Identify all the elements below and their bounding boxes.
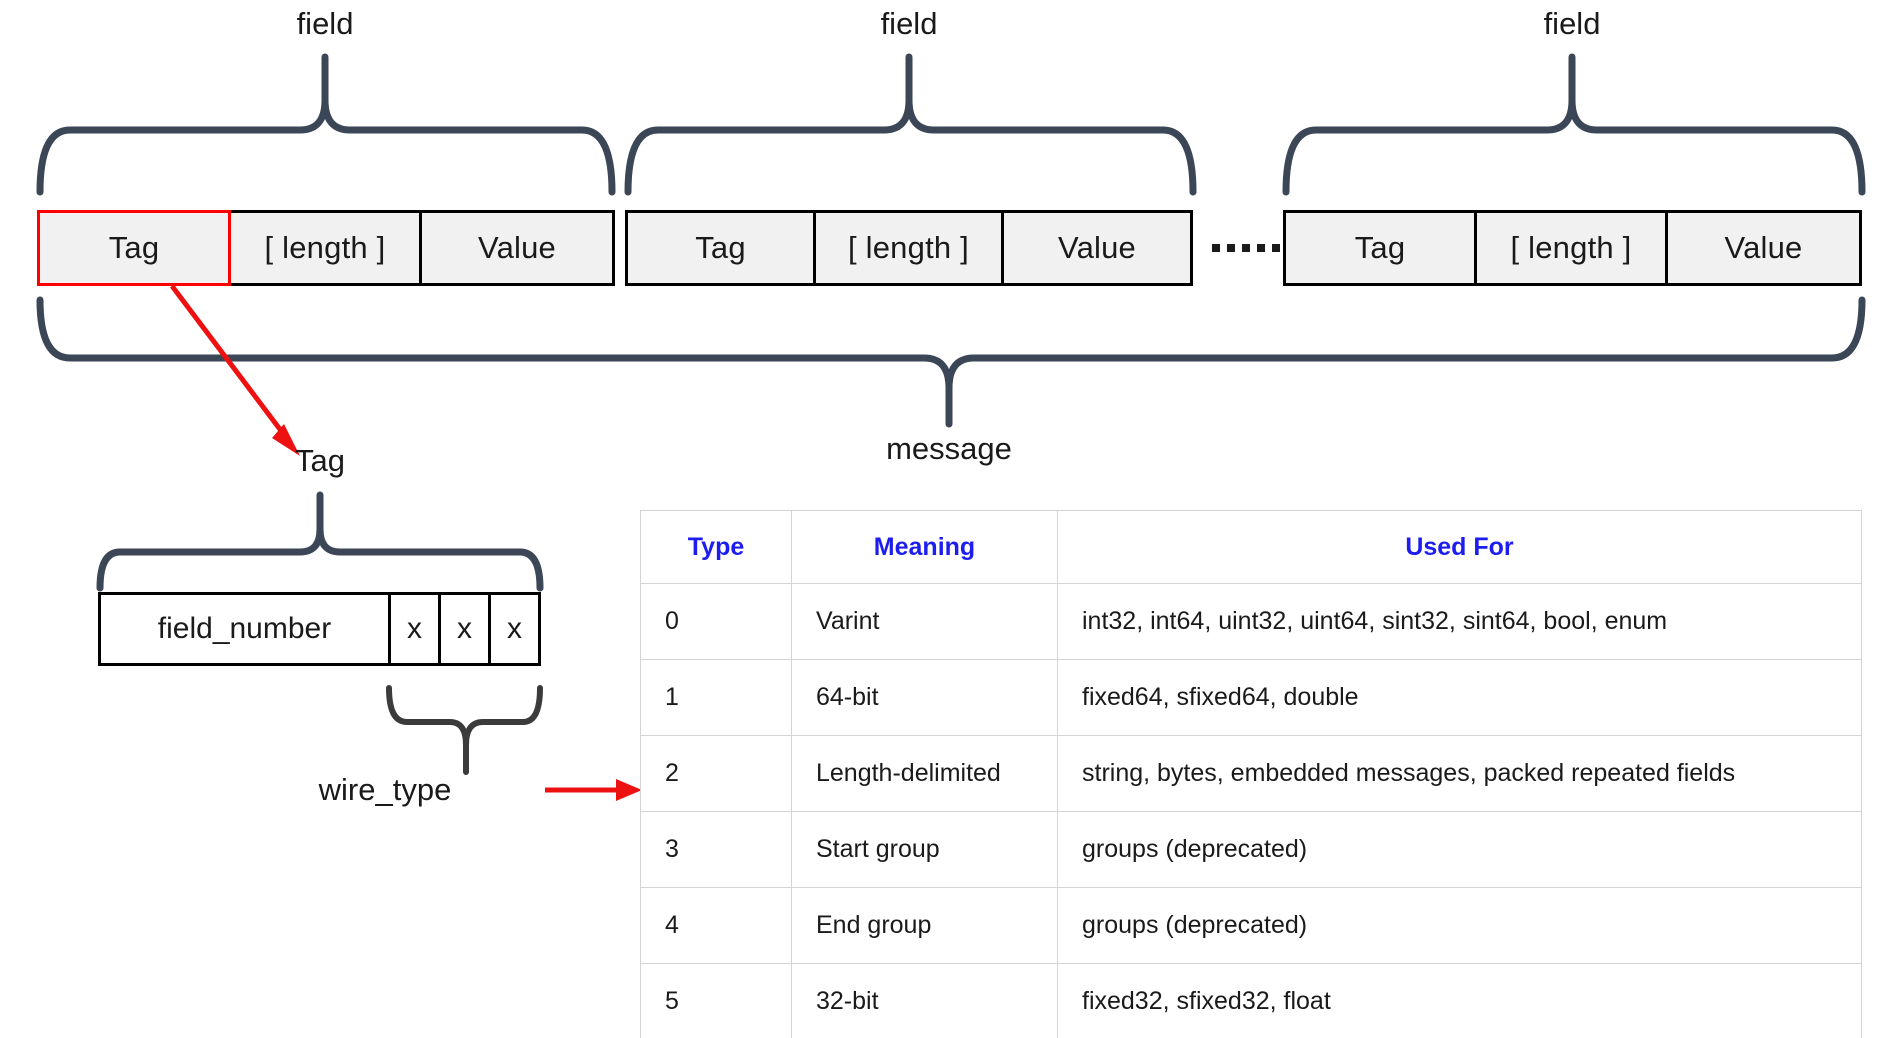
field-label-3: field [1543, 6, 1601, 41]
table-row: 5 32-bit fixed32, sfixed32, float [640, 963, 1862, 1038]
wire-type-bit-1[interactable]: x [391, 592, 441, 666]
field-label-2: field [880, 6, 938, 41]
column-header-used-for: Used For [1057, 510, 1862, 584]
wire-type-bit-2[interactable]: x [441, 592, 491, 666]
table-row: 0 Varint int32, int64, uint32, uint64, s… [640, 583, 1862, 660]
cell-meaning: Start group [791, 811, 1058, 888]
segment-value-3[interactable]: Value [1665, 210, 1862, 286]
cell-used-for: int32, int64, uint32, uint64, sint32, si… [1057, 583, 1862, 660]
cell-used-for: string, bytes, embedded messages, packed… [1057, 735, 1862, 812]
field-label-1: field [296, 6, 354, 41]
table-row: 3 Start group groups (deprecated) [640, 811, 1862, 888]
table-row: 4 End group groups (deprecated) [640, 887, 1862, 964]
tag-callout-arrow [170, 284, 300, 456]
cell-type: 1 [640, 659, 792, 736]
segment-tag-1[interactable]: Tag [37, 210, 231, 286]
brace-wire-type [386, 685, 543, 748]
brace-field-2 [624, 96, 1197, 196]
cell-type: 3 [640, 811, 792, 888]
cell-type: 0 [640, 583, 792, 660]
column-header-type: Type [640, 510, 792, 584]
segment-length-3[interactable]: [ length ] [1474, 210, 1668, 286]
cell-type: 5 [640, 963, 792, 1038]
wire-type-bit-3[interactable]: x [491, 592, 541, 666]
cell-type: 4 [640, 887, 792, 964]
segment-length-2[interactable]: [ length ] [813, 210, 1004, 286]
brace-field-3 [1282, 96, 1866, 196]
brace-field-1 [36, 96, 616, 196]
cell-used-for: fixed64, sfixed64, double [1057, 659, 1862, 736]
cell-meaning: Varint [791, 583, 1058, 660]
table-header-row: Type Meaning Used For [640, 510, 1862, 584]
tag-detail-title: Tag [295, 443, 345, 478]
cell-meaning: 64-bit [791, 659, 1058, 736]
brace-message [36, 296, 1866, 392]
field-number-box[interactable]: field_number [98, 592, 391, 666]
cell-meaning: Length-delimited [791, 735, 1058, 812]
segment-value-2[interactable]: Value [1001, 210, 1193, 286]
table-row: 1 64-bit fixed64, sfixed64, double [640, 659, 1862, 736]
segment-tag-3[interactable]: Tag [1283, 210, 1477, 286]
segment-tag-2[interactable]: Tag [625, 210, 816, 286]
wire-type-table: Type Meaning Used For 0 Varint int32, in… [640, 510, 1862, 1038]
column-header-meaning: Meaning [791, 510, 1058, 584]
wire-type-arrow [545, 779, 642, 801]
table-row: 2 Length-delimited string, bytes, embedd… [640, 735, 1862, 812]
wire-type-label: wire_type [318, 772, 452, 807]
message-label: message [886, 431, 1012, 466]
segment-length-1[interactable]: [ length ] [228, 210, 422, 286]
cell-used-for: groups (deprecated) [1057, 811, 1862, 888]
brace-tag-detail [96, 525, 544, 592]
cell-meaning: 32-bit [791, 963, 1058, 1038]
cell-type: 2 [640, 735, 792, 812]
ellipsis-separator [1212, 244, 1280, 252]
cell-meaning: End group [791, 887, 1058, 964]
cell-used-for: groups (deprecated) [1057, 887, 1862, 964]
cell-used-for: fixed32, sfixed32, float [1057, 963, 1862, 1038]
segment-value-1[interactable]: Value [419, 210, 615, 286]
